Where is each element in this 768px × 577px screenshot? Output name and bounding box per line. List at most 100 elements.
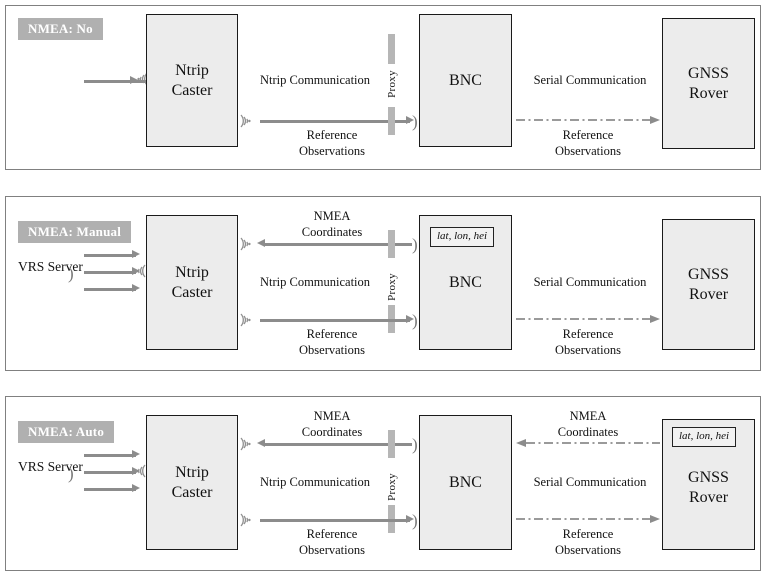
vrs-stream-line-2 bbox=[84, 471, 136, 474]
node-gnss-rover-line1: GNSS bbox=[688, 265, 729, 283]
label-nmea-coordinates-right-line2: Coordinates bbox=[557, 424, 619, 439]
nmea-coordinates-arrowhead-left bbox=[257, 239, 265, 247]
bnc-receive-paren-icon: ) bbox=[412, 311, 418, 330]
label-reference-observations-left-line1: Reference bbox=[306, 327, 358, 341]
proxy-label: Proxy bbox=[386, 273, 398, 301]
label-nmea-coordinates-left-line1: NMEA bbox=[313, 209, 351, 223]
label-reference-observations-right-line2: Observations bbox=[555, 342, 621, 357]
vrs-stream-arrowhead-3 bbox=[132, 484, 140, 492]
caster-transmit-icon bbox=[240, 114, 251, 128]
badge-nmea-mode: NMEA: Auto bbox=[18, 421, 115, 443]
label-reference-observations-right-line1: Reference bbox=[562, 327, 614, 341]
label-nmea-coordinates-right: NMEA Coordinates bbox=[512, 409, 664, 440]
coordinate-box-rover: lat, lon, hei bbox=[672, 427, 737, 447]
node-bnc-label: BNC bbox=[449, 473, 482, 491]
label-nmea-coordinates-left: NMEA Coordinates bbox=[256, 209, 408, 240]
node-gnss-rover-line1: GNSS bbox=[688, 64, 729, 82]
node-bnc-label: BNC bbox=[449, 273, 482, 291]
bnc-receive-paren-icon: ) bbox=[412, 511, 418, 530]
label-serial-communication: Serial Communication bbox=[533, 475, 647, 489]
node-ntrip-caster-line2: Caster bbox=[171, 483, 213, 501]
label-nmea-coordinates-left-line2: Coordinates bbox=[301, 224, 363, 239]
antenna-icon bbox=[135, 464, 146, 478]
serial-reference-observations-line bbox=[516, 315, 660, 323]
incoming-stream-arrowhead bbox=[130, 76, 138, 84]
label-reference-observations-right-line2: Observations bbox=[555, 143, 621, 158]
panel-nmea-auto: NMEA: Auto VRS Server ) Ntrip Caster bbox=[5, 396, 761, 571]
node-ntrip-caster: Ntrip Caster bbox=[146, 415, 238, 550]
reference-observations-arrowhead bbox=[406, 116, 414, 124]
node-ntrip-caster-line2: Caster bbox=[171, 81, 213, 99]
panel-nmea-manual: NMEA: Manual VRS Server ) Ntrip Caster bbox=[5, 196, 761, 371]
label-nmea-coordinates-right-line1: NMEA bbox=[569, 409, 607, 423]
nmea-coordinates-line-left bbox=[265, 243, 412, 246]
proxy-bar-top bbox=[388, 34, 395, 64]
label-vrs-server-line1: VRS bbox=[18, 259, 45, 274]
node-bnc: BNC bbox=[419, 14, 512, 147]
label-ntrip-communication: Ntrip Communication bbox=[259, 73, 371, 87]
proxy-bar-top bbox=[388, 430, 395, 458]
label-vrs-server-line2: Server bbox=[47, 259, 83, 274]
label-vrs-server-line2: Server bbox=[47, 459, 83, 474]
node-gnss-rover-line2: Rover bbox=[688, 285, 729, 303]
label-serial-communication: Serial Communication bbox=[533, 275, 647, 289]
vrs-stream-line-2 bbox=[84, 271, 136, 274]
label-ntrip-communication: Ntrip Communication bbox=[259, 275, 371, 289]
label-reference-observations-right-line1: Reference bbox=[562, 527, 614, 541]
incoming-stream-line bbox=[84, 80, 146, 83]
vrs-transmit-paren-icon: ) bbox=[68, 464, 74, 483]
label-ntrip-communication: Ntrip Communication bbox=[259, 475, 371, 489]
caster-receive-icon bbox=[240, 237, 251, 251]
caster-receive-icon bbox=[240, 437, 251, 451]
vrs-stream-line-3 bbox=[84, 488, 136, 491]
label-reference-observations-right: Reference Observations bbox=[512, 327, 664, 358]
vrs-stream-line-1 bbox=[84, 254, 136, 257]
node-bnc: BNC bbox=[419, 415, 512, 550]
badge-nmea-mode: NMEA: No bbox=[18, 18, 103, 40]
nmea-coordinates-arrowhead-left bbox=[257, 439, 265, 447]
node-ntrip-caster-line1: Ntrip bbox=[175, 463, 209, 481]
reference-observations-line bbox=[260, 120, 410, 123]
node-ntrip-caster-line1: Ntrip bbox=[175, 61, 209, 79]
reference-observations-line bbox=[260, 519, 410, 522]
node-ntrip-caster: Ntrip Caster bbox=[146, 215, 238, 350]
vrs-stream-line-3 bbox=[84, 288, 136, 291]
bnc-receive-paren-icon: ) bbox=[412, 112, 418, 131]
label-vrs-server-line1: VRS bbox=[18, 459, 45, 474]
node-ntrip-caster-line1: Ntrip bbox=[175, 263, 209, 281]
label-reference-observations-left-line2: Observations bbox=[299, 542, 365, 557]
label-vrs-server: VRS Server bbox=[18, 459, 83, 476]
vrs-stream-arrowhead-1 bbox=[132, 450, 140, 458]
bnc-transmit-paren-icon: ) bbox=[412, 235, 418, 254]
reference-observations-line bbox=[260, 319, 410, 322]
node-bnc-label: BNC bbox=[449, 71, 482, 89]
node-gnss-rover-line1: GNSS bbox=[688, 469, 729, 486]
reference-observations-arrowhead bbox=[406, 515, 414, 523]
panel-nmea-no: NMEA: No Ntrip Caster Ntrip Communicatio… bbox=[5, 5, 761, 170]
label-reference-observations-left-line1: Reference bbox=[306, 128, 358, 142]
caster-transmit-icon bbox=[240, 513, 251, 527]
vrs-stream-line-1 bbox=[84, 454, 136, 457]
node-ntrip-caster: Ntrip Caster bbox=[146, 14, 238, 147]
node-gnss-rover: GNSS Rover bbox=[662, 219, 755, 350]
badge-nmea-mode: NMEA: Manual bbox=[18, 221, 132, 243]
serial-reference-observations-line bbox=[516, 515, 660, 523]
reference-observations-arrowhead bbox=[406, 315, 414, 323]
node-gnss-rover: GNSS Rover bbox=[662, 18, 755, 149]
label-reference-observations-left: Reference Observations bbox=[256, 327, 408, 358]
proxy-bar-bottom bbox=[388, 107, 395, 135]
label-nmea-coordinates-left-line1: NMEA bbox=[313, 409, 351, 423]
proxy-label: Proxy bbox=[386, 473, 398, 501]
node-gnss-rover-line2: Rover bbox=[688, 488, 729, 506]
caster-transmit-icon bbox=[240, 313, 251, 327]
bnc-transmit-paren-icon: ) bbox=[412, 435, 418, 454]
node-gnss-rover-line2: Rover bbox=[688, 84, 729, 102]
proxy-label: Proxy bbox=[386, 70, 398, 98]
vrs-stream-arrowhead-1 bbox=[132, 250, 140, 258]
nmea-coordinates-line-left bbox=[265, 443, 412, 446]
node-ntrip-caster-line2: Caster bbox=[171, 283, 213, 301]
vrs-stream-arrowhead-3 bbox=[132, 284, 140, 292]
proxy-bar-top bbox=[388, 230, 395, 258]
label-reference-observations-right-line2: Observations bbox=[555, 542, 621, 557]
